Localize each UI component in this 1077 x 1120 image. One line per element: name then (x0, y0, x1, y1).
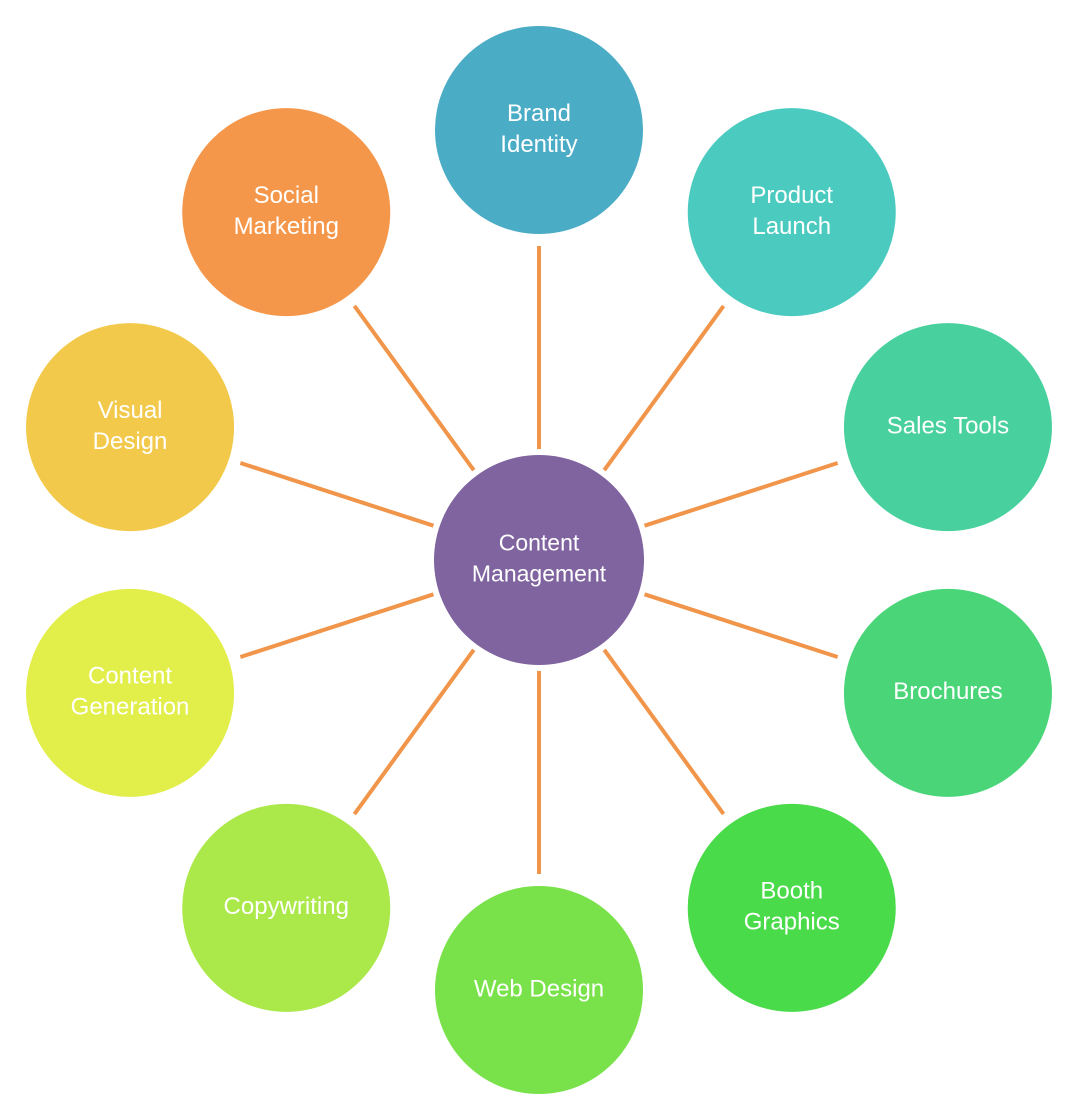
node-sales-tools: Sales Tools (843, 323, 1052, 532)
connector-sales-tools (643, 461, 839, 528)
node-label-line: Brand (507, 100, 571, 127)
connector-content-generation (239, 592, 435, 659)
node-label-line: Marketing (234, 213, 339, 240)
node-circle (435, 26, 643, 234)
node-label-line: Web Design (474, 975, 604, 1002)
node-label-line: Sales Tools (887, 412, 1009, 439)
center-circle (434, 455, 644, 665)
node-circle (843, 323, 1052, 532)
node-label-line: Visual (98, 397, 163, 424)
connectors (239, 246, 839, 874)
node-label-line: Content (499, 530, 580, 556)
node-label-line: Copywriting (224, 893, 349, 920)
node-copywriting: Copywriting (182, 803, 391, 1012)
node-web-design: Web Design (435, 886, 643, 1094)
node-label-line: Content (88, 663, 172, 690)
node-label-line: Graphics (744, 909, 840, 936)
node-label-line: Generation (71, 694, 190, 721)
node-circle (687, 108, 896, 317)
connector-product-launch (602, 304, 726, 472)
connector-copywriting (352, 648, 476, 816)
node-circle (843, 588, 1052, 797)
node-circle (182, 803, 391, 1012)
connector-visual-design (239, 461, 435, 528)
node-label-line: Launch (752, 213, 831, 240)
node-label-line: Social (254, 182, 319, 209)
node-label-line: Booth (760, 878, 823, 905)
node-label-line: Identity (500, 131, 577, 158)
node-label-line: Brochures (893, 678, 1002, 705)
node-label-line: Management (472, 561, 607, 587)
node-label-line: Product (750, 182, 833, 209)
node-circle (26, 323, 235, 532)
connector-social-marketing (352, 304, 476, 472)
node-circle (687, 803, 896, 1012)
node-circle (435, 886, 643, 1094)
node-circle (26, 588, 235, 797)
connector-brochures (643, 592, 839, 659)
node-circle (182, 108, 391, 317)
node-label-line: Design (93, 428, 168, 455)
node-brochures: Brochures (843, 588, 1052, 797)
connector-booth-graphics (602, 648, 726, 816)
